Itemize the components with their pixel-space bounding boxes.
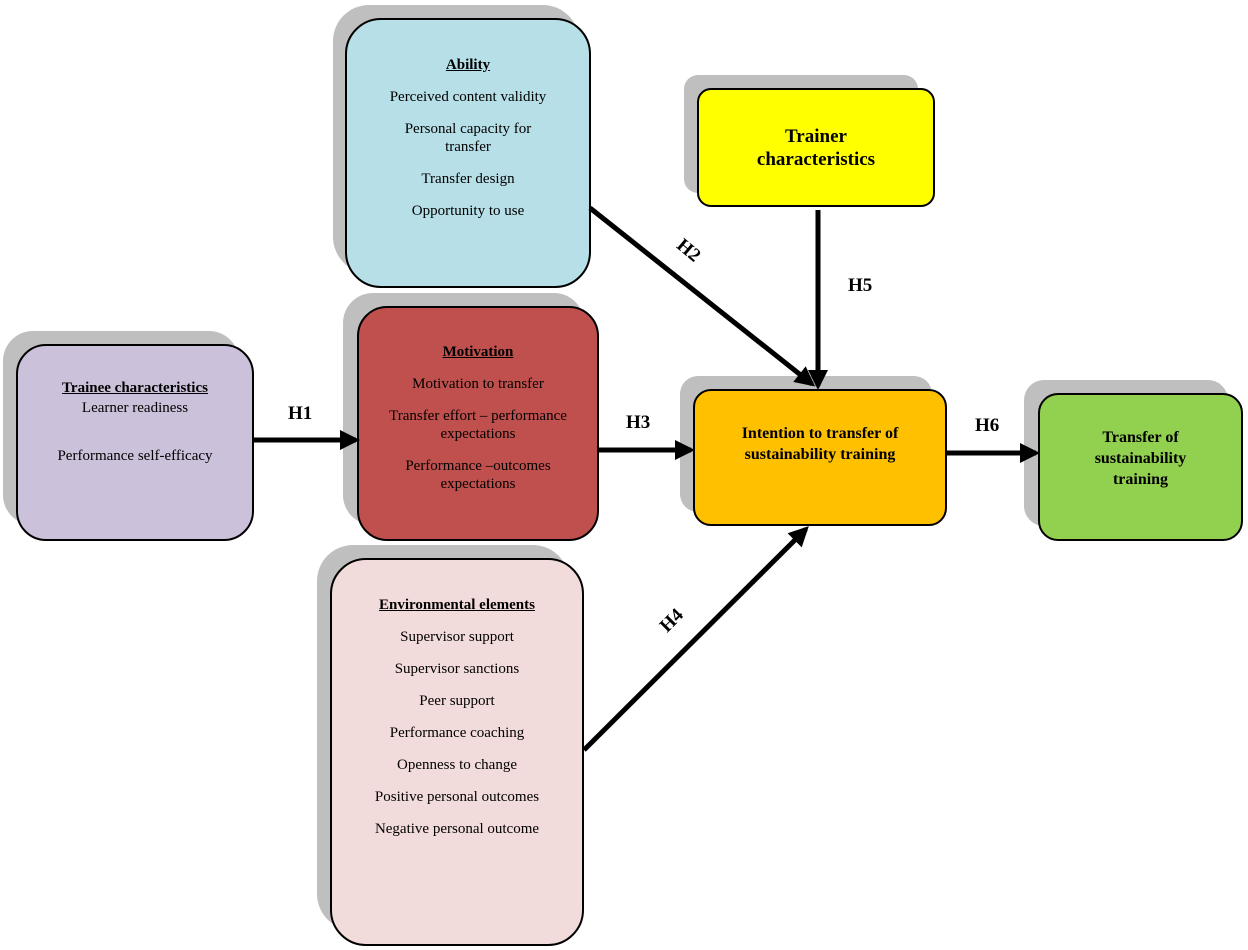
label-h1: H1 <box>288 403 313 424</box>
label-h3: H3 <box>626 412 651 433</box>
label-h6: H6 <box>975 415 1000 436</box>
ability-box: Ability Perceived content validity Perso… <box>345 18 591 288</box>
motivation-heading: Motivation <box>442 344 514 360</box>
ability-heading: Ability <box>445 57 491 73</box>
environment-box: Environmental elements Supervisor suppor… <box>330 558 584 946</box>
ability-item: Perceived content validity <box>389 89 547 105</box>
ability-item: Transfer design <box>421 171 515 187</box>
arrow-h2 <box>588 206 816 387</box>
motivation-item: Motivation to transfer <box>412 376 544 392</box>
trainee-item: Performance self-efficacy <box>57 448 213 464</box>
environment-item: Supervisor sanctions <box>394 661 520 677</box>
motivation-item: Performance –outcomes expectations <box>405 458 551 492</box>
motivation-box: Motivation Motivation to transfer Transf… <box>357 306 599 541</box>
trainee-box: Trainee characteristics Learner readines… <box>16 344 254 541</box>
environment-heading: Environmental elements <box>379 597 535 613</box>
trainee-item: Learner readiness <box>81 400 189 416</box>
environment-item: Negative personal outcome <box>374 821 540 837</box>
environment-item: Positive personal outcomes <box>374 789 540 805</box>
environment-item: Supervisor support <box>400 629 514 645</box>
trainer-box: Trainer characteristics <box>697 88 935 207</box>
environment-item: Peer support <box>419 693 495 709</box>
intention-box: Intention to transfer of sustainability … <box>693 389 947 526</box>
transfer-title: Transfer of sustainability training <box>1094 429 1187 488</box>
ability-item: Opportunity to use <box>411 203 525 219</box>
ability-item: Personal capacity for transfer <box>404 121 532 155</box>
environment-item: Performance coaching <box>389 725 525 741</box>
trainer-title: Trainer characteristics <box>756 125 876 170</box>
arrow-h4 <box>582 526 809 752</box>
motivation-item: Transfer effort – performance expectatio… <box>389 408 567 442</box>
intention-title: Intention to transfer of sustainability … <box>741 425 899 463</box>
environment-item: Openness to change <box>397 757 517 773</box>
label-h5: H5 <box>848 275 873 296</box>
transfer-box: Transfer of sustainability training <box>1038 393 1243 541</box>
trainee-heading: Trainee characteristics <box>62 380 208 396</box>
